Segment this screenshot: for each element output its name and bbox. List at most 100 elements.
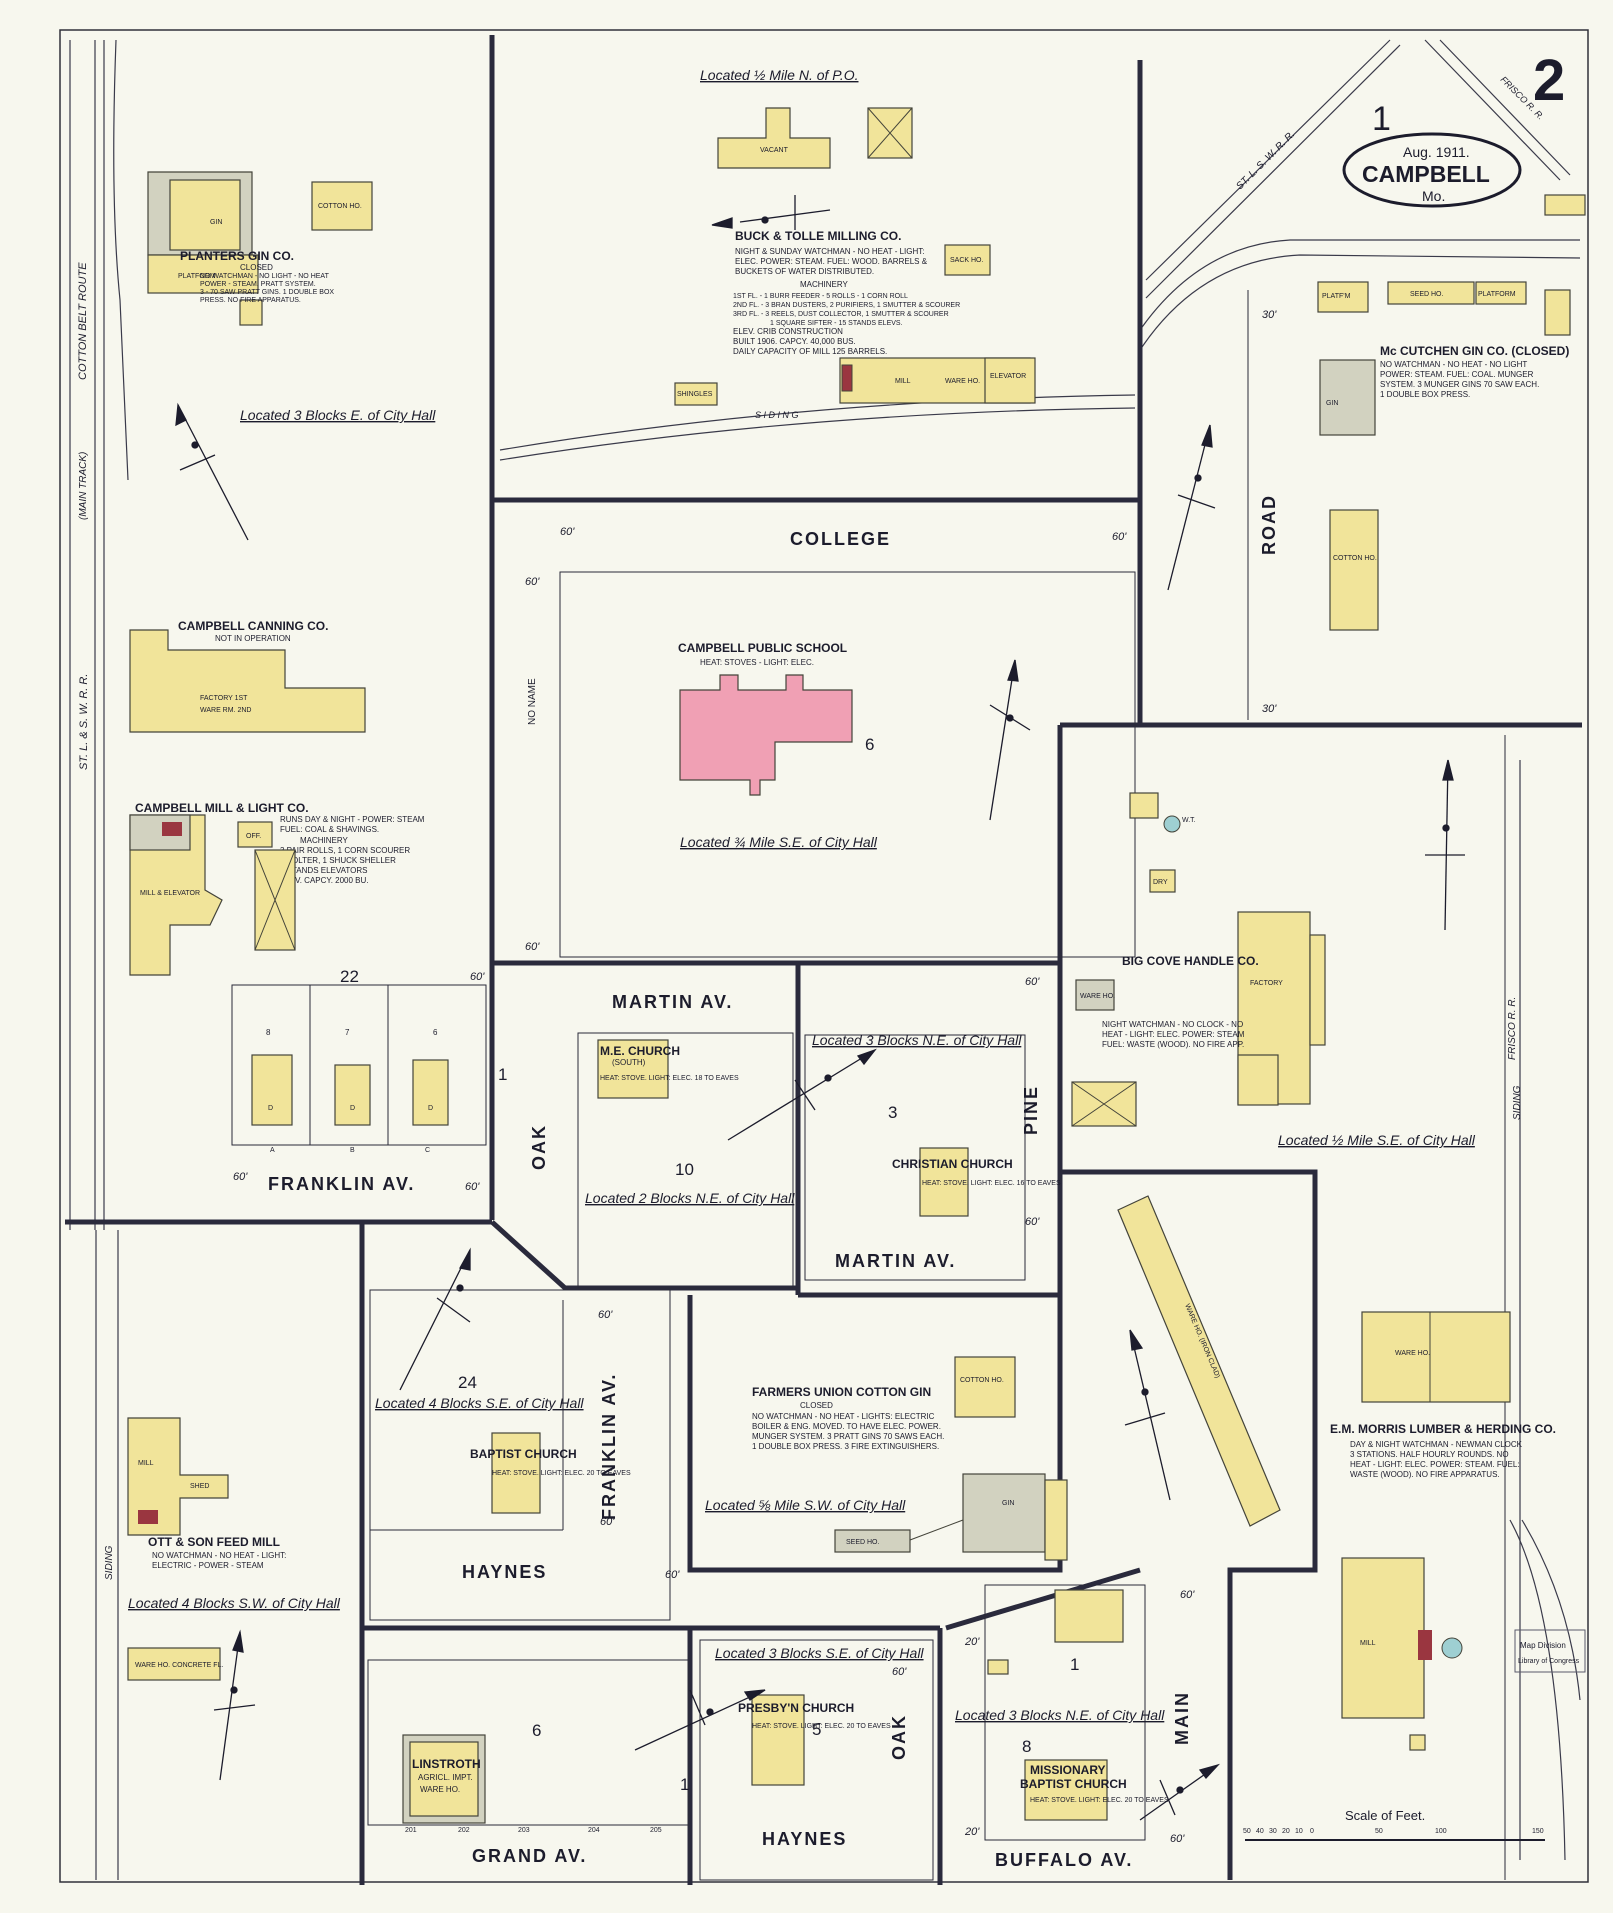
planters-note4: PRESS. NO FIRE APPARATUS. xyxy=(200,297,301,304)
mill-light-notes: RUNS DAY & NIGHT - POWER: STEAM FUEL: CO… xyxy=(280,815,425,885)
street-haynes-1: HAYNES xyxy=(462,1562,547,1582)
map-border xyxy=(59,29,1589,1883)
morris-n1: DAY & NIGHT WATCHMAN - NEWMAN CLOCK xyxy=(1350,1440,1523,1449)
right-siding-label: SIDING xyxy=(1512,1085,1523,1120)
svg-text:50: 50 xyxy=(1243,1828,1251,1835)
svg-text:1 BOLTER, 1 SHUCK SHELLER: 1 BOLTER, 1 SHUCK SHELLER xyxy=(280,856,396,865)
cutchen-gin xyxy=(1319,359,1376,436)
block-1-left: 1 xyxy=(498,1065,507,1084)
svg-text:150: 150 xyxy=(1532,1828,1544,1835)
school-note: HEAT: STOVES - LIGHT: ELEC. xyxy=(700,658,814,667)
cotton-belt-label: COTTON BELT ROUTE xyxy=(77,262,89,380)
shingles-shed xyxy=(674,382,718,406)
svg-text:1ST FL. - 1 BURR FEEDER - 5 RO: 1ST FL. - 1 BURR FEEDER - 5 ROLLS - 1 CO… xyxy=(733,293,908,300)
loc-school: Located ¾ Mile S.E. of City Hall xyxy=(680,834,878,850)
ott-name: OTT & SON FEED MILL xyxy=(148,1535,280,1549)
morris-n4: WASTE (WOOD). NO FIRE APPARATUS. xyxy=(1350,1470,1500,1479)
dwelling-6 xyxy=(412,1059,449,1126)
loc-ott: Located 4 Blocks S.W. of City Hall xyxy=(128,1595,341,1611)
svg-text:ELEV. CRIB CONSTRUCTION: ELEV. CRIB CONSTRUCTION xyxy=(733,327,843,336)
buck-tolle-name: BUCK & TOLLE MILLING CO. xyxy=(735,229,901,243)
main-track-label: (MAIN TRACK) xyxy=(78,452,89,520)
morris-n2: 3 STATIONS. HALF HOURLY ROUNDS. NO xyxy=(1350,1450,1509,1459)
planters-cotton-ho xyxy=(311,181,373,231)
boiler-2 xyxy=(162,822,182,836)
svg-text:3RD FL. - 3 REELS, DUST COLLEC: 3RD FL. - 3 REELS, DUST COLLECTOR, 1 SMU… xyxy=(733,311,949,318)
street-grand-av: GRAND AV. xyxy=(472,1846,587,1866)
morris-mill xyxy=(1341,1557,1425,1719)
stamp-line2: Library of Congress xyxy=(1518,1658,1580,1665)
morris-ware-ho xyxy=(1361,1311,1511,1403)
left-railroad xyxy=(69,39,129,1880)
lot-6: 6 xyxy=(433,1028,438,1037)
dwelling-d-3: D xyxy=(428,1105,433,1112)
svg-text:60': 60' xyxy=(600,1516,615,1528)
street-grid xyxy=(65,35,1582,1885)
big-cove-ware-ho-2 xyxy=(1075,979,1115,1011)
loc-methodist: Located 3 Blocks N.E. of City Hall xyxy=(812,1032,1022,1048)
loc-missionary: Located 3 Blocks N.E. of City Hall xyxy=(955,1707,1165,1723)
svg-text:BUCKETS OF WATER DISTRIBUTED.: BUCKETS OF WATER DISTRIBUTED. xyxy=(735,267,874,276)
left-siding-label: SIDING xyxy=(104,1545,115,1580)
loc-planters: Located 3 Blocks E. of City Hall xyxy=(240,407,436,423)
missionary-note: HEAT: STOVE. LIGHT: ELEC. 20 TO EAVES xyxy=(1030,1797,1169,1804)
street-martin-av-2: MARTIN AV. xyxy=(835,1251,956,1271)
cutchen-seed-ho xyxy=(1387,281,1475,305)
block-5: 5 xyxy=(812,1720,821,1739)
loc-block10: Located 2 Blocks N.E. of City Hall xyxy=(585,1190,795,1206)
farmers-seed-ho xyxy=(834,1529,911,1553)
gin-label-2: GIN xyxy=(1326,400,1338,407)
svg-text:RUNS DAY & NIGHT - POWER: STEA: RUNS DAY & NIGHT - POWER: STEAM xyxy=(280,815,425,824)
block-3: 3 xyxy=(888,1103,897,1122)
svg-text:0: 0 xyxy=(1310,1828,1314,1835)
planters-small-shed xyxy=(239,299,263,326)
upper-right-railroad xyxy=(1139,39,1581,1861)
baptist-church-name: BAPTIST CHURCH xyxy=(470,1447,577,1461)
ott-ware-ho xyxy=(127,1647,221,1681)
svg-text:ELEC. POWER: STEAM. FUEL: WOOD: ELEC. POWER: STEAM. FUEL: WOOD. BARRELS … xyxy=(735,257,928,266)
ware-ho-label-2: WARE HO. xyxy=(1080,993,1115,1000)
ware-ho-label-3: WARE HO. xyxy=(1395,1350,1430,1357)
svg-text:MACHINERY: MACHINERY xyxy=(800,280,849,289)
seed-ho-label-2: SEED HO. xyxy=(846,1539,880,1546)
svg-text:3 PAIR ROLLS, 1 CORN SCOURER: 3 PAIR ROLLS, 1 CORN SCOURER xyxy=(280,846,410,855)
svg-text:30': 30' xyxy=(1262,703,1277,715)
svg-text:1 SQUARE SIFTER - 15 STANDS EL: 1 SQUARE SIFTER - 15 STANDS ELEVS. xyxy=(770,320,903,327)
planters-note2: POWER - STEAM. PRATT SYSTEM. xyxy=(200,281,316,288)
street-buffalo-av: BUFFALO AV. xyxy=(995,1850,1133,1870)
farmers-n3: MUNGER SYSTEM. 3 PRATT GINS 70 SAWS EACH… xyxy=(752,1432,944,1441)
svg-text:BUILT 1906. CAPCY. 40,000 BUS.: BUILT 1906. CAPCY. 40,000 BUS. xyxy=(733,337,856,346)
street-haynes-2: HAYNES xyxy=(762,1829,847,1849)
svg-text:100: 100 xyxy=(1435,1828,1447,1835)
svg-text:NIGHT & SUNDAY WATCHMAN - NO H: NIGHT & SUNDAY WATCHMAN - NO HEAT - LIGH… xyxy=(735,247,925,256)
farmers-name: FARMERS UNION COTTON GIN xyxy=(752,1385,931,1399)
street-main: MAIN xyxy=(1172,1691,1192,1745)
svg-text:202: 202 xyxy=(458,1827,470,1834)
linstroth-inner xyxy=(409,1741,479,1817)
boiler xyxy=(841,364,853,392)
svg-text:204: 204 xyxy=(588,1827,600,1834)
north-arrows xyxy=(175,195,1465,1821)
block-24: 24 xyxy=(458,1373,477,1392)
platform-label-1: PLATFORM xyxy=(178,273,216,280)
mill-light-bldg xyxy=(129,814,223,976)
missionary-church xyxy=(1024,1759,1108,1821)
block-1-grand: 1 xyxy=(680,1775,689,1794)
shed-label: SHED xyxy=(190,1483,209,1490)
svg-text:60': 60' xyxy=(560,526,575,538)
shed-cross xyxy=(867,107,913,159)
christian-church-note: HEAT: STOVE. LIGHT: ELEC. 16 TO EAVES xyxy=(922,1180,1061,1187)
farmers-n2: BOILER & ENG. MOVED. TO HAVE ELEC. POWER… xyxy=(752,1422,941,1431)
loc-buck-tolle: Located ½ Mile N. of P.O. xyxy=(700,67,859,83)
ott-mill xyxy=(127,1417,229,1536)
svg-text:60': 60' xyxy=(1025,976,1040,988)
ware-ho-label-1: WARE HO. xyxy=(945,378,980,385)
farmers-n4: 1 DOUBLE BOX PRESS. 3 FIRE EXTINGUISHERS… xyxy=(752,1442,939,1451)
canning-factory xyxy=(129,629,366,733)
svg-text:60': 60' xyxy=(1025,1216,1040,1228)
platf-label: PLATF'M xyxy=(1322,293,1351,300)
dwelling-7 xyxy=(334,1064,371,1126)
wt-label: W.T. xyxy=(1182,817,1196,824)
library-stamp xyxy=(1514,1629,1586,1673)
conveyor-line xyxy=(909,1519,964,1541)
